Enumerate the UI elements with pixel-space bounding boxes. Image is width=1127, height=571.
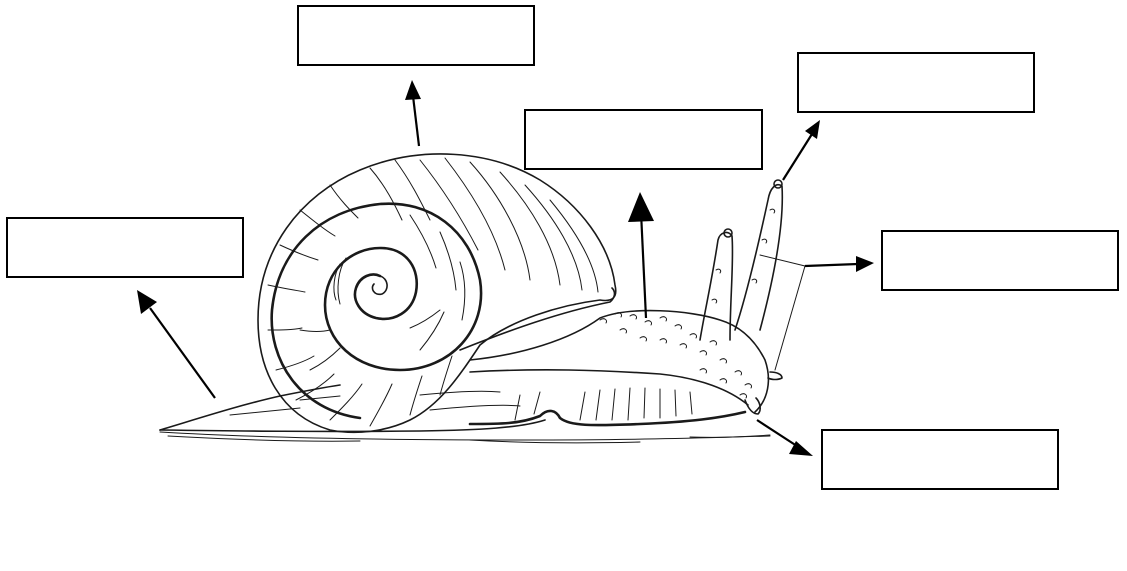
arrow-mantle	[639, 211, 648, 319]
label-box-mouth[interactable]	[821, 429, 1059, 490]
snail-shell	[257, 153, 617, 434]
arrowhead-mouth	[789, 441, 813, 456]
arrow-lower-tentacle	[804, 262, 859, 268]
snail-tentacles	[699, 179, 784, 341]
label-box-lower-tentacle[interactable]	[881, 230, 1119, 291]
arrow-upper-tentacle	[782, 133, 813, 181]
label-arrows	[137, 80, 874, 456]
bracket-line-lower	[774, 265, 806, 371]
label-box-foot[interactable]	[6, 217, 244, 278]
arrowhead-shell	[405, 80, 421, 100]
arrow-foot	[149, 307, 216, 399]
ground-lines	[159, 431, 771, 444]
label-box-shell[interactable]	[297, 5, 535, 66]
label-box-mantle[interactable]	[524, 109, 763, 170]
label-box-upper-tentacle[interactable]	[797, 52, 1035, 113]
arrow-mouth	[756, 419, 801, 449]
bracket-line-upper	[759, 254, 806, 267]
snail-body	[159, 287, 783, 433]
arrowhead-foot	[137, 290, 157, 314]
arrowhead-upper-tentacle	[805, 120, 820, 139]
arrowhead-lower-tentacle	[856, 256, 874, 272]
arrow-shell	[411, 95, 421, 147]
arrowhead-mantle	[628, 192, 654, 222]
